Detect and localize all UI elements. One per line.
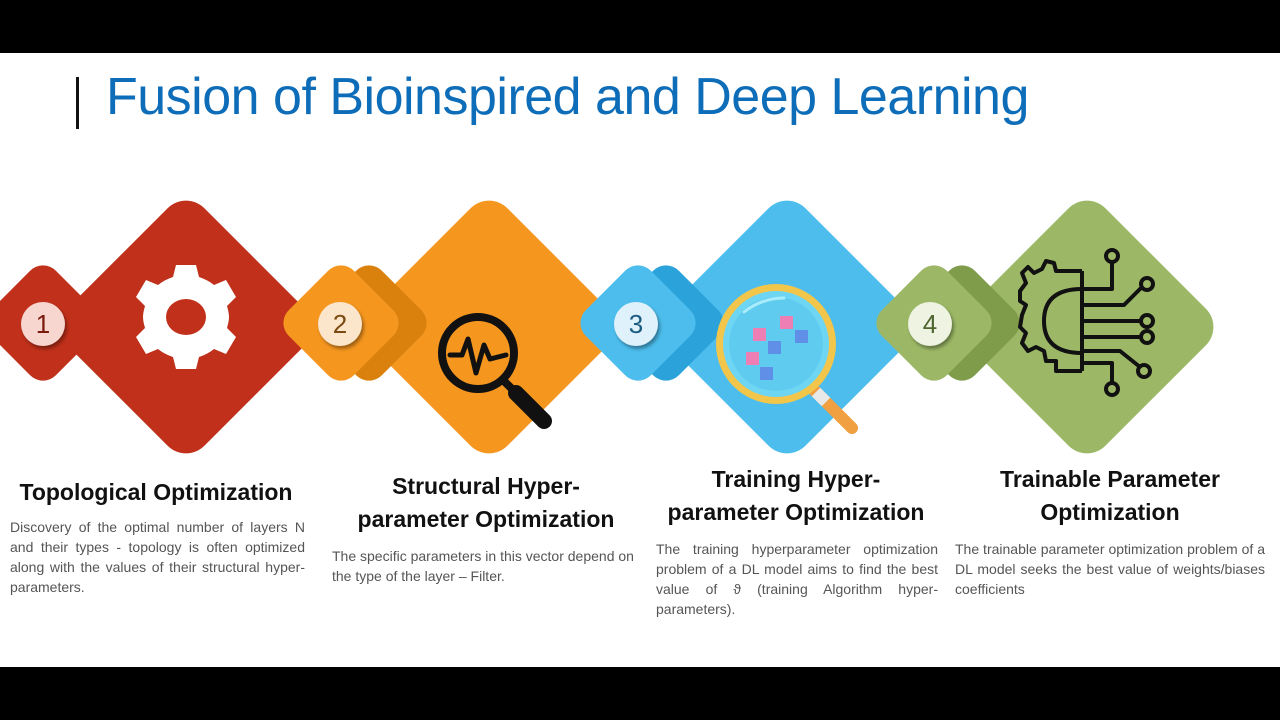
step1-number-badge: 1 — [21, 302, 65, 346]
step1-title: Topological Optimization — [0, 476, 312, 509]
title-accent-bar — [76, 77, 79, 129]
step2-title: Structural Hyper- parameter Optimization — [330, 470, 642, 536]
magnifier-pixels-icon — [716, 284, 858, 434]
step2-title-line2: parameter Optimization — [357, 506, 615, 532]
step3-title-line2: parameter Optimization — [667, 499, 925, 525]
gear-circuit-icon — [1018, 248, 1155, 397]
step4-description: The trainable parameter optimization pro… — [955, 541, 1265, 597]
slide: Fusion of Bioinspired and Deep Learning … — [0, 53, 1280, 667]
magnifier-pulse-icon — [438, 313, 552, 429]
step3-description: The training hyperparameter optimization… — [656, 541, 938, 617]
step4-title: Trainable Parameter Optimization — [954, 463, 1266, 529]
step2-number-badge: 2 — [318, 302, 362, 346]
step1-title-line1: Topological Optimization — [19, 479, 293, 505]
slide-title: Fusion of Bioinspired and Deep Learning — [106, 68, 1029, 126]
step2-description: The specific parameters in this vector d… — [332, 548, 634, 584]
step4-number-badge: 4 — [908, 302, 952, 346]
step1-description: Discovery of the optimal number of layer… — [10, 519, 305, 595]
step2-title-line1: Structural Hyper- — [392, 473, 580, 499]
step3-title-line1: Training Hyper- — [711, 466, 881, 492]
gear-icon — [136, 265, 236, 369]
step4-title-line2: Optimization — [1040, 499, 1180, 525]
step3-number-badge: 3 — [614, 302, 658, 346]
step3-title: Training Hyper- parameter Optimization — [640, 463, 952, 529]
step4-title-line1: Trainable Parameter — [1000, 466, 1220, 492]
